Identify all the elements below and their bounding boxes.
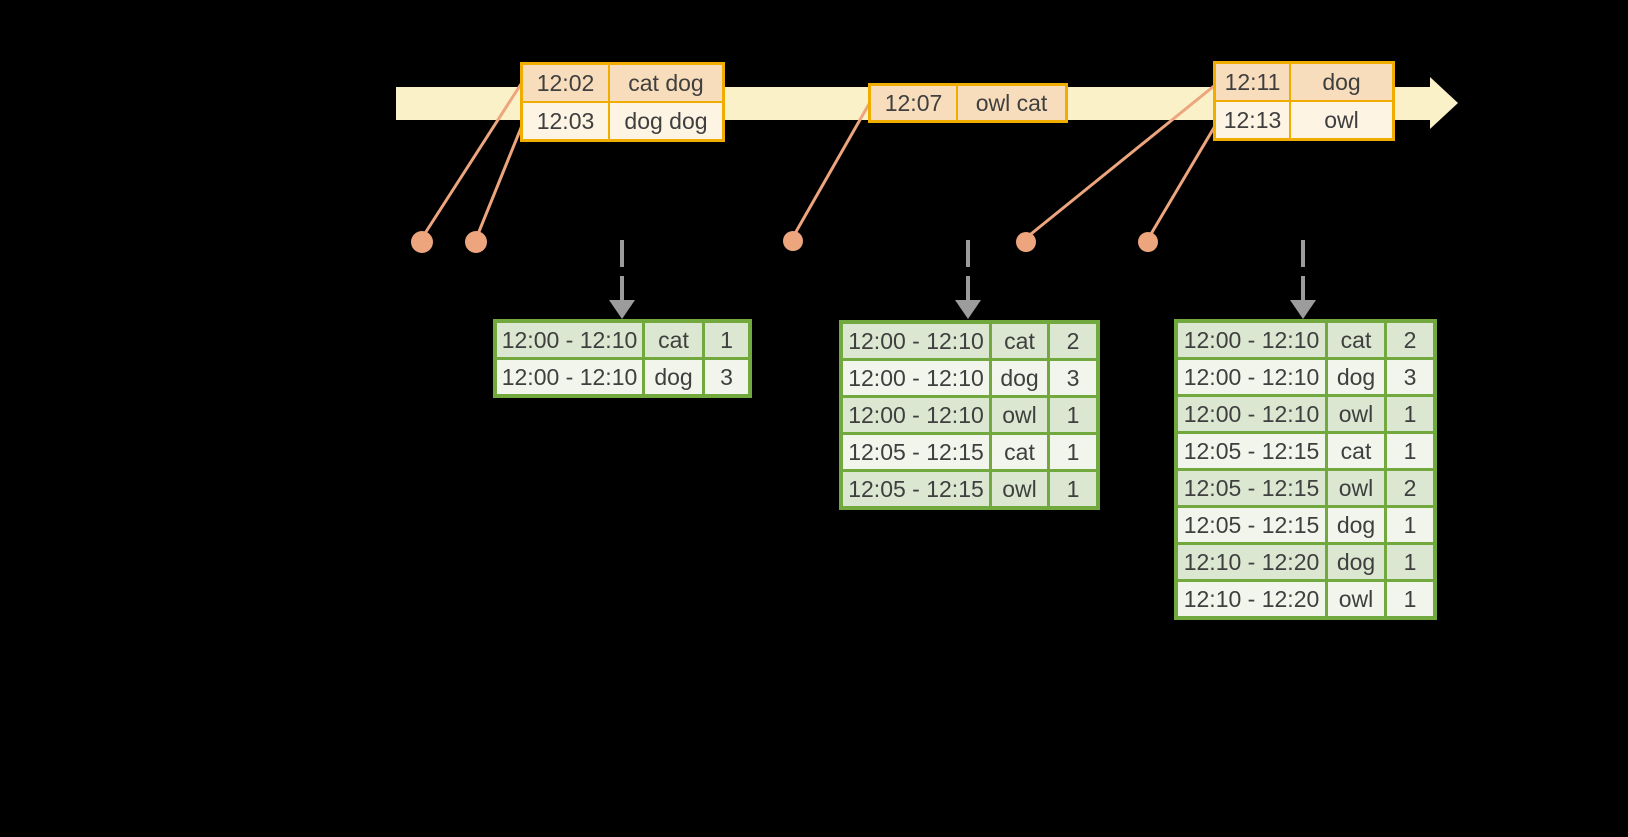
- window-cell: 12:10 - 12:20: [1178, 582, 1325, 616]
- count-cell: 3: [1387, 360, 1433, 394]
- event-time-dot: [783, 231, 803, 251]
- word-cell: owl: [1328, 471, 1384, 505]
- count-cell: 2: [1050, 324, 1096, 358]
- time-cell: 12:07: [871, 86, 956, 120]
- window-cell: 12:05 - 12:15: [1178, 508, 1325, 542]
- count-cell: 3: [1050, 361, 1096, 395]
- word-cell: owl: [1328, 582, 1384, 616]
- window-cell: 12:00 - 12:10: [497, 323, 642, 357]
- word-cell: owl: [992, 472, 1047, 506]
- window-cell: 12:00 - 12:10: [1178, 397, 1325, 431]
- time-cell: 12:13: [1216, 102, 1289, 138]
- words-cell: owl cat: [958, 86, 1065, 120]
- window-cell: 12:10 - 12:20: [1178, 545, 1325, 579]
- word-cell: dog: [992, 361, 1047, 395]
- count-cell: 2: [1387, 471, 1433, 505]
- event-time-dot: [411, 231, 433, 253]
- event-connector-line: [1025, 84, 1215, 240]
- window-cell: 12:05 - 12:15: [1178, 434, 1325, 468]
- count-cell: 3: [705, 360, 748, 394]
- event-connector-line: [474, 122, 525, 240]
- time-cell: 12:02: [523, 65, 608, 101]
- word-cell: cat: [992, 435, 1047, 469]
- trigger-arrow: [609, 240, 635, 319]
- words-cell: dog dog: [610, 103, 722, 139]
- event-time-dot: [1016, 232, 1036, 252]
- event-connector-line: [1146, 125, 1217, 240]
- word-cell: owl: [992, 398, 1047, 432]
- word-cell: cat: [1328, 434, 1384, 468]
- word-cell: owl: [1328, 397, 1384, 431]
- count-cell: 1: [1050, 435, 1096, 469]
- trigger-arrow: [1290, 240, 1316, 319]
- count-cell: 1: [1387, 582, 1433, 616]
- word-cell: dog: [645, 360, 702, 394]
- count-cell: 1: [1387, 434, 1433, 468]
- window-cell: 12:00 - 12:10: [843, 398, 989, 432]
- count-cell: 1: [1387, 508, 1433, 542]
- event-time-dot: [465, 231, 487, 253]
- words-cell: cat dog: [610, 65, 722, 101]
- window-cell: 12:00 - 12:10: [497, 360, 642, 394]
- window-cell: 12:00 - 12:10: [1178, 360, 1325, 394]
- event-connector-line: [791, 103, 871, 238]
- window-cell: 12:00 - 12:10: [1178, 323, 1325, 357]
- timeline-arrowhead-icon: [1430, 77, 1458, 129]
- window-cell: 12:05 - 12:15: [1178, 471, 1325, 505]
- words-cell: owl: [1291, 102, 1392, 138]
- count-cell: 2: [1387, 323, 1433, 357]
- count-cell: 1: [1387, 545, 1433, 579]
- count-cell: 1: [1050, 472, 1096, 506]
- window-cell: 12:05 - 12:15: [843, 472, 989, 506]
- words-cell: dog: [1291, 64, 1392, 100]
- count-cell: 1: [1050, 398, 1096, 432]
- trigger-arrow: [955, 240, 981, 319]
- window-cell: 12:05 - 12:15: [843, 435, 989, 469]
- word-cell: cat: [992, 324, 1047, 358]
- word-cell: cat: [1328, 323, 1384, 357]
- window-cell: 12:00 - 12:10: [843, 361, 989, 395]
- word-cell: cat: [645, 323, 702, 357]
- event-connector-line: [420, 83, 523, 239]
- count-cell: 1: [1387, 397, 1433, 431]
- word-cell: dog: [1328, 360, 1384, 394]
- time-cell: 12:03: [523, 103, 608, 139]
- window-cell: 12:00 - 12:10: [843, 324, 989, 358]
- word-cell: dog: [1328, 508, 1384, 542]
- time-cell: 12:11: [1216, 64, 1289, 100]
- count-cell: 1: [705, 323, 748, 357]
- word-cell: dog: [1328, 545, 1384, 579]
- event-time-dot: [1138, 232, 1158, 252]
